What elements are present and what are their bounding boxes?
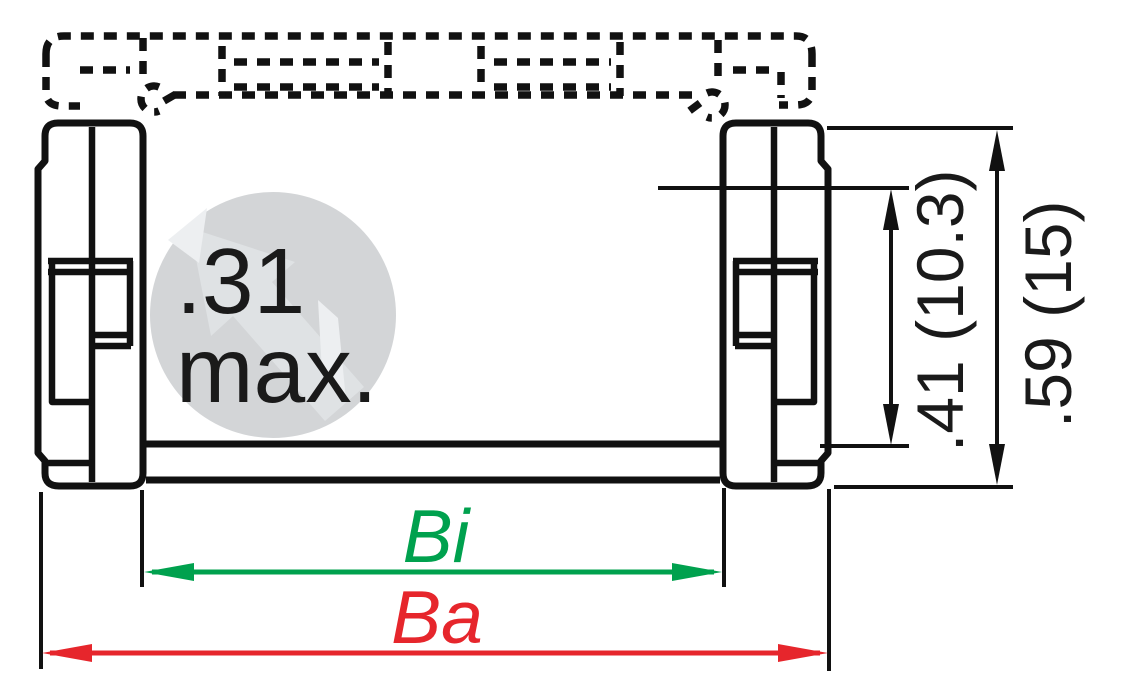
arrowhead-up-icon xyxy=(883,189,899,230)
crossbar-right-end xyxy=(779,54,816,109)
inner-height-label: .41 (10.3) xyxy=(903,170,977,453)
side-link-right xyxy=(723,123,828,486)
arrowhead-left-icon xyxy=(42,644,92,662)
crossbar-right-hook xyxy=(714,40,785,98)
crossbar-left-pin-curl xyxy=(137,82,178,116)
arrowhead-up-icon xyxy=(989,130,1005,171)
arrowhead-right-icon xyxy=(672,563,722,581)
bottom-crossbar xyxy=(146,440,720,484)
side-link-left xyxy=(38,123,143,486)
crossbar-slot-lines xyxy=(234,58,611,91)
watermark-arrow-highlight xyxy=(168,208,207,263)
arrowhead-down-icon xyxy=(883,404,899,445)
watermark-suffix: max. xyxy=(176,318,378,422)
inner-width-label: Bi xyxy=(403,494,472,578)
watermark-arrow-highlight-2 xyxy=(318,300,346,400)
crossbar-left-end xyxy=(42,54,80,110)
arrowhead-down-icon xyxy=(989,444,1005,485)
crossbar-right-pin-curl xyxy=(685,88,729,122)
arrowhead-left-icon xyxy=(144,563,194,581)
dimension-outer-width: Ba xyxy=(39,489,831,671)
dimension-outer-height: .59 (15) xyxy=(827,126,1085,489)
watermark-arrow-icon xyxy=(190,228,364,421)
watermark-annotation: .31 max. xyxy=(176,229,378,422)
outer-height-label: .59 (15) xyxy=(1011,201,1085,428)
arrowhead-right-icon xyxy=(778,644,828,662)
watermark-value: .31 xyxy=(176,229,305,333)
crossbar-slot-brackets xyxy=(218,42,624,96)
dimension-inner-height: .41 (10.3) xyxy=(658,170,977,453)
outer-width-label: Ba xyxy=(391,575,483,659)
dimension-inner-width: Bi xyxy=(140,488,726,587)
crossbar-left-hook xyxy=(80,38,147,76)
crossbar-dashed-outline xyxy=(42,32,816,122)
watermark xyxy=(150,192,396,438)
crossbar-top-edge xyxy=(42,32,816,55)
